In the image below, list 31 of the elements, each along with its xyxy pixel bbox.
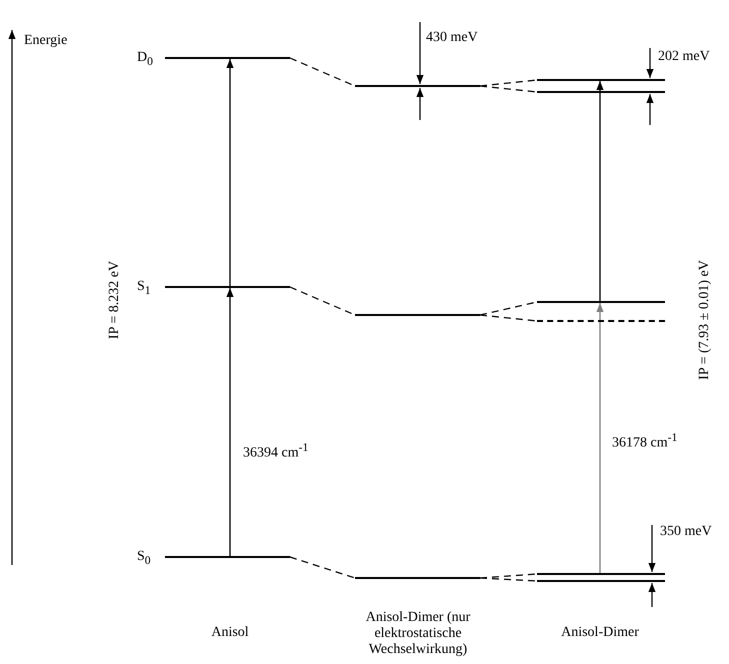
- column-label: Anisol-Dimer: [561, 625, 639, 641]
- axis-label: IP = 8.232 eV: [107, 260, 123, 340]
- arrow: [226, 288, 234, 556]
- column-label: Anisol: [211, 625, 249, 641]
- energy-level-line: [537, 580, 665, 582]
- column-label: Anisol-Dimer (nur elektrostatische Wechselwirkung): [364, 610, 472, 658]
- energy-level-line: [537, 91, 665, 93]
- energy-level-line: [537, 301, 665, 303]
- arrow: [226, 59, 234, 286]
- energy-level-line: [537, 573, 665, 575]
- energy-level-line: [537, 79, 665, 81]
- arrow: [596, 303, 604, 573]
- energy-value-label: 202 meV: [658, 49, 710, 65]
- energy-value-label: 350 meV: [660, 524, 712, 540]
- energy-level-line: [355, 314, 480, 316]
- dashed-connector: [480, 79, 538, 87]
- energy-value-label: 430 meV: [426, 30, 478, 46]
- level-label: S$_{1}$: [137, 279, 151, 299]
- energy-level-line: [537, 320, 665, 322]
- axis-label: IP = (7.93 ± 0.01) eV: [697, 260, 713, 380]
- dashed-connector: [480, 577, 538, 582]
- level-label: D$_{0}$: [137, 50, 153, 70]
- dashed-connector: [480, 85, 538, 93]
- dashed-connector: [480, 573, 538, 579]
- level-label: S$_{0}$: [137, 549, 151, 569]
- arrow: [596, 81, 604, 301]
- energy-level-line: [355, 85, 480, 87]
- dashed-connector: [480, 314, 538, 322]
- axis-label: Energie: [24, 33, 68, 49]
- energy-level-line: [355, 577, 480, 579]
- dashed-connector: [290, 556, 356, 579]
